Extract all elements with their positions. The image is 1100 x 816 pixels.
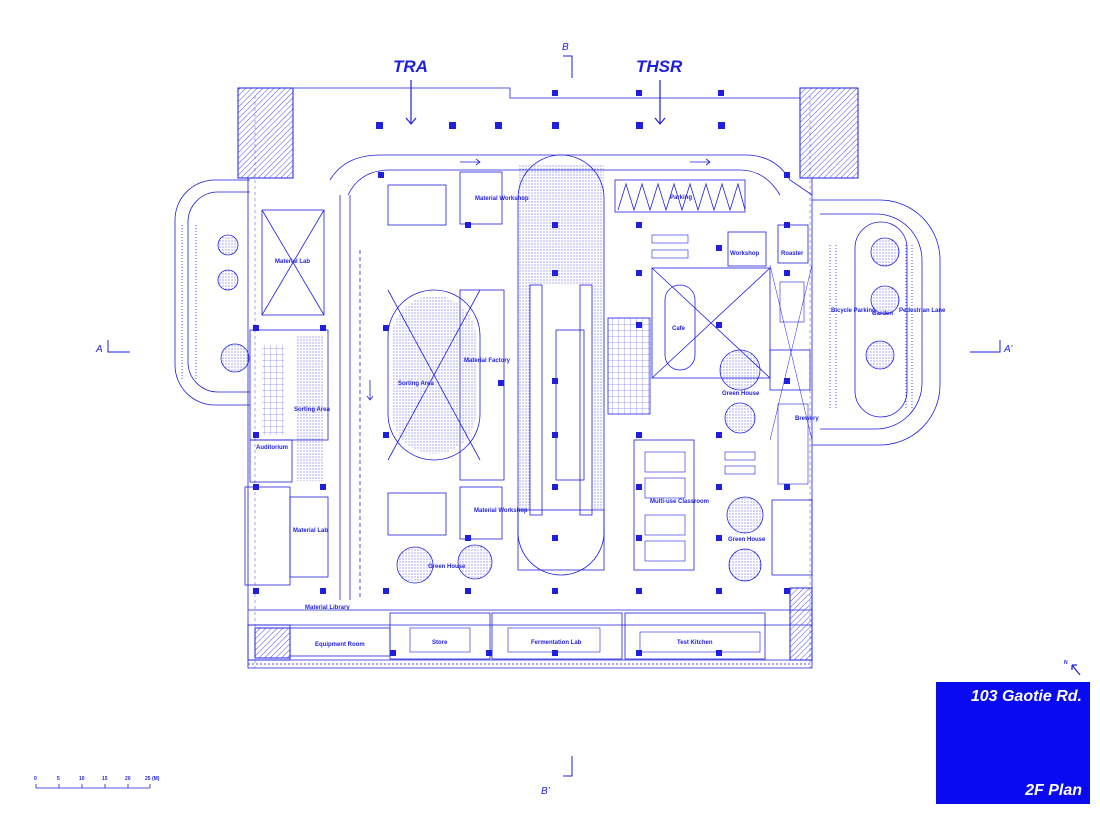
north-label: N [1064,660,1068,666]
section-mark-a [107,340,130,353]
tower-bottom-left [254,627,291,659]
room-label-roaster: Roaster [781,251,804,257]
driveway [329,154,813,196]
section-mark-a-prime [970,340,1001,353]
room-label-cafe: Cafe [672,326,686,332]
room-label-green-house-left: Green House [428,564,466,570]
tower-top-right [799,87,859,179]
room-label-parking: Parking [670,195,692,201]
scale-bar [35,784,151,789]
section-label-a-prime: A’ [1003,344,1013,355]
tree [217,234,239,256]
section-label-a: A [95,344,103,355]
room-label-auditorium: Auditorium [256,445,288,451]
thsr-arrow [654,80,666,125]
scale-tick-5: 5 [57,776,60,782]
room-label-material-library: Material Library [305,605,350,611]
right-loop-track [812,199,941,446]
room-label-workshop: Workshop [730,251,760,257]
tower-bottom-right [789,587,813,661]
scale-tick-15: 15 [102,776,108,782]
title-block: 103 Gaotie Rd. 2F Plan [936,682,1090,804]
room-label-equipment-room: Equipment Room [315,642,365,648]
room-label-multi-use-classroom: Multi-use Classroom [650,499,709,505]
section-mark-b-prime [563,756,573,777]
room-label-material-workshop: Material Workshop [475,196,529,202]
room-label-garden: Garden [872,311,893,317]
room-label-sorting-area: Sorting Area [398,381,434,387]
room-label-material-factory: Material Factory [464,358,511,364]
section-mark-b [563,55,573,78]
tra-arrow [405,80,417,125]
room-label-store: Store [432,640,448,646]
scale-tick-0: 0 [34,776,37,782]
room-label-material-lab-bottom: Material Lab [293,528,328,534]
room-label-sorting-area-left: Sorting Area [294,407,330,413]
room-label-material-workshop-bottom: Material Workshop [474,508,528,514]
left-loop-track [174,179,250,406]
address-title: 103 Gaotie Rd. [970,688,1082,705]
north-arrow-icon [1071,664,1081,676]
section-label-b-prime: B’ [541,786,551,797]
scale-tick-20: 20 [125,776,131,782]
room-label-green-house: Green House [722,391,760,397]
section-label-b: B [562,42,569,53]
scale-tick-25: 25 (M) [145,776,160,782]
sorting-area-oval [387,289,481,461]
room-label-material-lab: Material Lab [275,259,310,265]
scale-tick-10: 10 [79,776,85,782]
room-label-brewery: Brewery [795,416,819,422]
room-label-green-house-bottom: Green House [728,537,766,543]
plan-title: 2F Plan [1025,782,1082,799]
room-label-fermentation-lab: Fermentation Lab [531,640,582,646]
room-label-test-kitchen: Test Kitchen [677,640,713,646]
room-label-bicycle-parking: Bicycle Parking [831,308,876,314]
tra-label: TRA [393,57,428,76]
tower-top-left [237,87,294,179]
room-label-pedestrian-lane: Pedestrian Lane [899,308,946,314]
thsr-label: THSR [636,57,683,76]
